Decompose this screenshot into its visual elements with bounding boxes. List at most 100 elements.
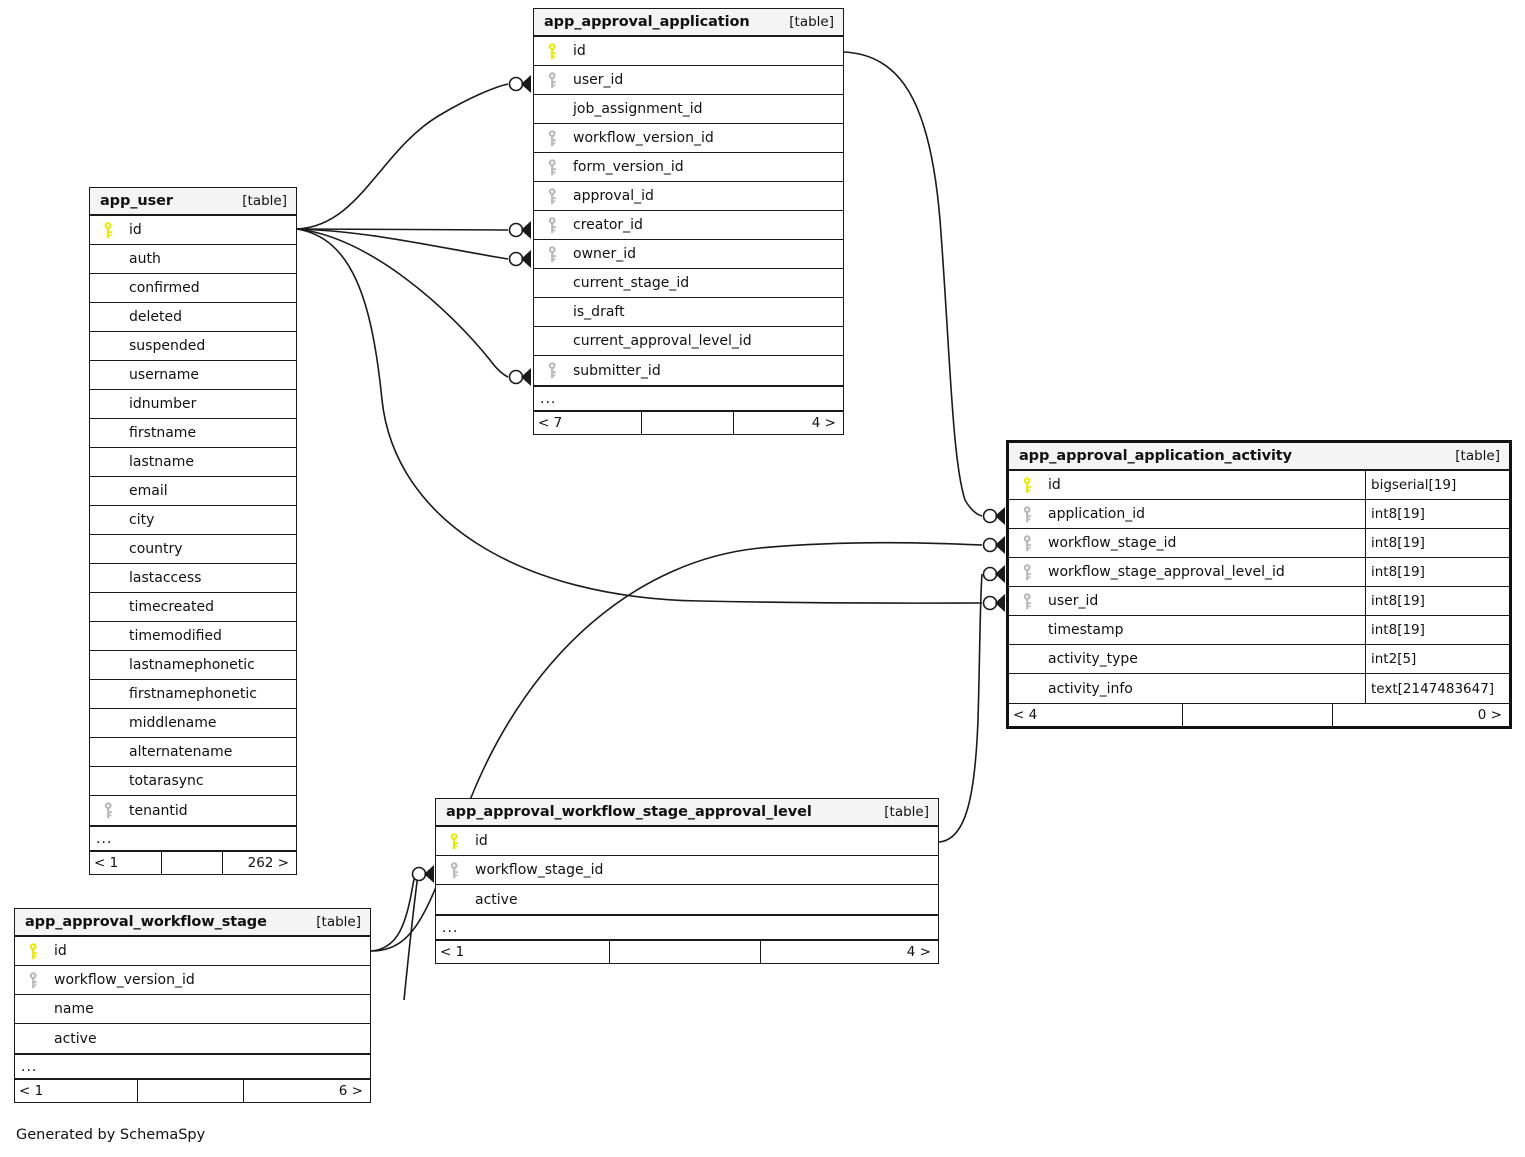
table-row[interactable]: workflow_stage_id bbox=[436, 856, 938, 885]
table-row[interactable]: submitter_id bbox=[534, 356, 843, 385]
table-title: app_approval_workflow_stage_approval_lev… bbox=[446, 804, 812, 820]
table-row[interactable]: id bbox=[534, 37, 843, 66]
footer-parents-count[interactable]: < 1 bbox=[94, 855, 119, 871]
table-row[interactable]: is_draft bbox=[534, 298, 843, 327]
terminator-application-creator_id bbox=[508, 221, 531, 239]
column-name-cell: activity_type bbox=[1009, 645, 1365, 673]
table-type-tag: [table] bbox=[884, 804, 929, 820]
table-row[interactable]: middlename bbox=[90, 709, 296, 738]
footer-parents-count[interactable]: < 1 bbox=[440, 944, 465, 960]
table-row[interactable]: tenantid bbox=[90, 796, 296, 825]
table-row[interactable]: timemodified bbox=[90, 622, 296, 651]
column-name: workflow_version_id bbox=[573, 130, 714, 146]
column-name: user_id bbox=[573, 72, 624, 88]
table-row[interactable]: city bbox=[90, 506, 296, 535]
column-name: idnumber bbox=[129, 396, 197, 412]
primary-key-icon bbox=[22, 937, 44, 965]
table-row[interactable]: username bbox=[90, 361, 296, 390]
table-row[interactable]: approval_id bbox=[534, 182, 843, 211]
column-name-cell: creator_id bbox=[534, 211, 843, 239]
table-node-app_approval_application_activity[interactable]: app_approval_application_activity[table]… bbox=[1006, 440, 1512, 729]
table-header-app_approval_workflow_stage[interactable]: app_approval_workflow_stage[table] bbox=[15, 909, 370, 937]
key-slot-empty bbox=[97, 622, 119, 650]
table-row[interactable]: totarasync bbox=[90, 767, 296, 796]
table-type-tag: [table] bbox=[1455, 448, 1500, 464]
column-name-cell: current_approval_level_id bbox=[534, 327, 843, 355]
table-row[interactable]: current_stage_id bbox=[534, 269, 843, 298]
footer-children-count[interactable]: 4 > bbox=[906, 944, 931, 960]
table-row[interactable]: job_assignment_id bbox=[534, 95, 843, 124]
column-name: approval_id bbox=[573, 188, 654, 204]
column-name: id bbox=[475, 833, 488, 849]
column-name: lastnamephonetic bbox=[129, 657, 255, 673]
table-row[interactable]: workflow_version_id bbox=[534, 124, 843, 153]
table-row[interactable]: id bbox=[15, 937, 370, 966]
table-row[interactable]: alternatename bbox=[90, 738, 296, 767]
table-row[interactable]: id bbox=[90, 216, 296, 245]
table-row[interactable]: active bbox=[15, 1024, 370, 1053]
column-name: application_id bbox=[1048, 506, 1146, 522]
table-row[interactable]: timecreated bbox=[90, 593, 296, 622]
column-name: submitter_id bbox=[573, 362, 661, 379]
table-row[interactable]: firstnamephonetic bbox=[90, 680, 296, 709]
column-name-cell: email bbox=[90, 477, 296, 505]
key-slot-empty bbox=[541, 95, 563, 123]
table-row[interactable]: email bbox=[90, 477, 296, 506]
table-row[interactable]: lastaccess bbox=[90, 564, 296, 593]
table-row[interactable]: country bbox=[90, 535, 296, 564]
footer-children-count[interactable]: 6 > bbox=[338, 1083, 363, 1099]
table-row[interactable]: lastnamephonetic bbox=[90, 651, 296, 680]
table-row[interactable]: active bbox=[436, 885, 938, 914]
table-header-app_approval_application_activity[interactable]: app_approval_application_activity[table] bbox=[1009, 443, 1509, 471]
table-row[interactable]: owner_id bbox=[534, 240, 843, 269]
footer-parents-count[interactable]: < 4 bbox=[1013, 707, 1038, 723]
table-row[interactable]: id bbox=[436, 827, 938, 856]
more-columns-ellipsis: ... bbox=[436, 914, 938, 940]
table-row[interactable]: form_version_id bbox=[534, 153, 843, 182]
table-row[interactable]: deleted bbox=[90, 303, 296, 332]
table-header-app_approval_workflow_stage_approval_level[interactable]: app_approval_workflow_stage_approval_lev… bbox=[436, 799, 938, 827]
footer-children-count[interactable]: 0 > bbox=[1477, 707, 1502, 723]
table-node-app_approval_workflow_stage_approval_level[interactable]: app_approval_workflow_stage_approval_lev… bbox=[435, 798, 939, 964]
more-columns-ellipsis: ... bbox=[90, 825, 296, 851]
table-header-app_approval_application[interactable]: app_approval_application[table] bbox=[534, 9, 843, 37]
table-row[interactable]: workflow_version_id bbox=[15, 966, 370, 995]
table-row[interactable]: confirmed bbox=[90, 274, 296, 303]
table-row[interactable]: creator_id bbox=[534, 211, 843, 240]
column-name-cell: confirmed bbox=[90, 274, 296, 302]
table-row[interactable]: firstname bbox=[90, 419, 296, 448]
table-row[interactable]: auth bbox=[90, 245, 296, 274]
table-node-app_approval_application[interactable]: app_approval_application[table]id user_id… bbox=[533, 8, 844, 435]
column-name-cell: auth bbox=[90, 245, 296, 273]
footer-children-count[interactable]: 262 > bbox=[247, 855, 289, 871]
table-row[interactable]: user_id bbox=[534, 66, 843, 95]
column-name-cell: lastname bbox=[90, 448, 296, 476]
column-name-cell: workflow_stage_id bbox=[1009, 529, 1365, 557]
column-name: firstnamephonetic bbox=[129, 686, 257, 702]
table-row[interactable]: idnumber bbox=[90, 390, 296, 419]
edge-stage-to-level-tail bbox=[403, 873, 419, 1001]
table-header-app_user[interactable]: app_user[table] bbox=[90, 188, 296, 216]
key-slot-empty bbox=[97, 303, 119, 331]
terminator-application-owner_id bbox=[508, 250, 531, 268]
table-row[interactable]: suspended bbox=[90, 332, 296, 361]
table-row[interactable]: name bbox=[15, 995, 370, 1024]
column-name-cell: application_id bbox=[1009, 500, 1365, 528]
footer-children-count[interactable]: 4 > bbox=[811, 415, 836, 431]
key-slot-empty bbox=[97, 361, 119, 389]
table-row[interactable]: current_approval_level_id bbox=[534, 327, 843, 356]
footer-parents-count[interactable]: < 1 bbox=[19, 1083, 44, 1099]
table-row[interactable]: lastname bbox=[90, 448, 296, 477]
footer-parents-count[interactable]: < 7 bbox=[538, 415, 563, 431]
